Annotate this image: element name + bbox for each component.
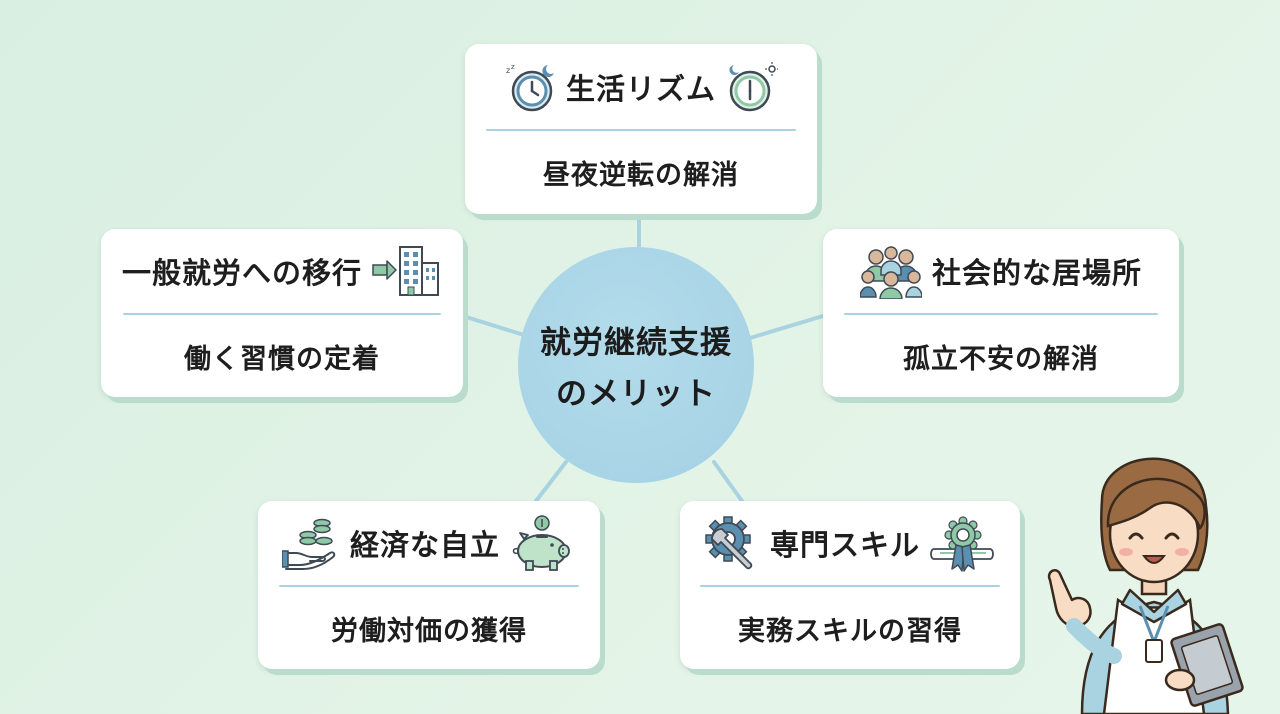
coins-hand-icon xyxy=(281,515,340,571)
card-divider xyxy=(486,129,796,131)
group-people-icon xyxy=(859,243,922,299)
card-header: 専門スキル xyxy=(680,501,1020,585)
card-divider xyxy=(844,313,1158,315)
center-topic-circle: 就労継続支援 のメリット xyxy=(518,247,754,483)
card-professional-skill: 専門スキル 実務ス xyxy=(680,501,1020,669)
card-title: 一般就労への移行 xyxy=(121,256,362,290)
center-title-line-2: のメリット xyxy=(556,376,716,412)
card-subtitle: 労働対価の獲得 xyxy=(331,615,527,647)
card-life-rhythm: z z 生活リズム 昼夜逆転の解消 xyxy=(465,44,817,214)
card-general-employment: 一般就労への移行 働く習慣の定着 xyxy=(101,229,463,397)
card-title: 経済な自立 xyxy=(349,528,500,562)
card-header: 経済な自立 xyxy=(258,501,600,585)
svg-text:z: z xyxy=(506,66,510,75)
card-subtitle: 実務スキルの習得 xyxy=(738,615,962,647)
morning-clock-icon xyxy=(726,61,778,113)
card-title: 生活リズム xyxy=(565,71,716,106)
card-title: 専門スキル xyxy=(769,528,920,562)
certificate-icon xyxy=(930,513,996,573)
card-subtitle: 孤立不安の解消 xyxy=(903,343,1099,375)
connector-economic xyxy=(534,460,568,503)
card-subtitle: 昼夜逆転の解消 xyxy=(543,160,739,191)
gear-wrench-icon xyxy=(704,515,760,571)
connector-general xyxy=(461,314,529,338)
connector-social xyxy=(748,314,825,340)
card-title: 社会的な居場所 xyxy=(931,256,1142,290)
svg-text:z: z xyxy=(511,63,515,71)
card-divider xyxy=(278,585,580,587)
night-clock-icon: z z xyxy=(504,61,556,113)
card-divider xyxy=(700,585,1000,587)
card-social-place: 社会的な居場所 孤立不安の解消 xyxy=(823,229,1179,397)
arrow-to-building-icon xyxy=(372,243,442,299)
staff-character-illustration xyxy=(1047,457,1244,714)
card-divider xyxy=(122,313,442,315)
center-title-line-1: 就労継続支援 xyxy=(540,325,732,361)
card-header: 一般就労への移行 xyxy=(101,229,463,313)
piggy-bank-icon xyxy=(510,513,576,573)
connector-skill xyxy=(712,460,744,503)
card-header: 社会的な居場所 xyxy=(823,229,1179,313)
card-economic-independence: 経済な自立 労働対価の獲得 xyxy=(258,501,600,669)
card-subtitle: 働く習慣の定着 xyxy=(184,343,380,375)
card-header: z z 生活リズム xyxy=(465,44,817,129)
